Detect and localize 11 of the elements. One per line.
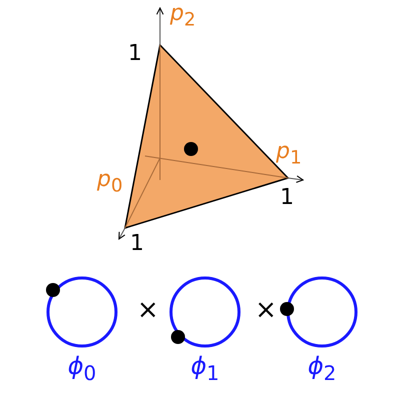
tick-label: 1: [128, 42, 142, 66]
circle-label: ϕ$_{0}$: [66, 352, 98, 387]
tick-label: 1: [280, 186, 294, 210]
axis-label: p$_{1}$: [276, 140, 302, 170]
circle-label: ϕ$_{2}$: [306, 352, 338, 387]
axis-label: p$_{0}$: [97, 168, 123, 198]
times-sign: ×: [255, 298, 277, 322]
tick-label: 1: [130, 232, 144, 256]
axis-label: p$_{2}$: [170, 2, 196, 32]
times-sign: ×: [137, 298, 159, 322]
circle-label: ϕ$_{1}$: [190, 352, 220, 387]
